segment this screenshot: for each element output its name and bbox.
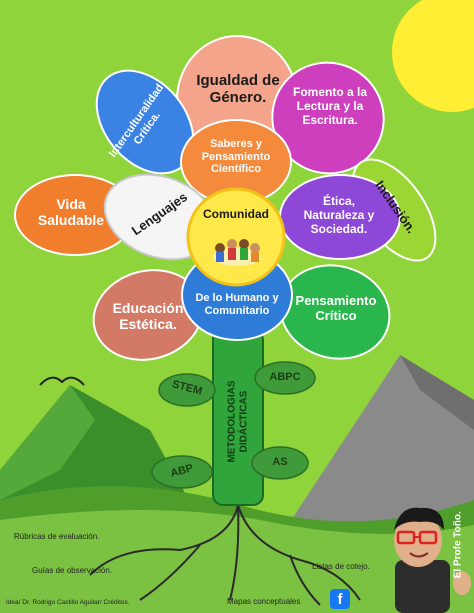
label-humano-comunitario: De lo Humano y Comunitario — [195, 292, 279, 317]
community-people-icon — [213, 239, 261, 266]
leaf-abpc — [254, 361, 316, 395]
signature-text: El Profe Toño. — [452, 511, 464, 579]
label-fomento-lectura: Fomento a la Lectura y la Escritura. — [292, 85, 367, 127]
label-comunidad: Comunidad — [203, 207, 269, 221]
petal-fomento — [271, 61, 385, 175]
label-metodologias: METODOLOGIAS DIDÁCTICAS — [226, 380, 250, 463]
leaf-abp — [151, 455, 213, 489]
leaf-as — [251, 446, 309, 480]
mountain-right-shade — [400, 355, 474, 430]
bird-icon — [39, 376, 85, 386]
hill-left-light — [0, 385, 95, 500]
label-etica-naturaleza: Ética, Naturaleza y Sociedad. — [303, 194, 375, 236]
root-label-mapas: Mapas conceptuales — [227, 597, 301, 606]
root-label-listas: Listas de cotejo. — [312, 562, 370, 571]
label-igualdad-genero: Igualdad de Género. — [196, 72, 280, 107]
root-label-guias: Guías de observación. — [32, 566, 113, 575]
label-vida-saludable: Vida Saludable — [37, 196, 105, 229]
flower-center — [186, 187, 286, 287]
root-label-rubricas: Rúbricas de evaluación. — [14, 532, 100, 541]
credits-text: Idea/ Dr. Rodrigo Castillo Aguilar/ Créd… — [6, 599, 130, 606]
label-pensamiento-critico: Pensamiento Crítico — [295, 293, 377, 323]
label-saberes-pensamiento: Saberes y Pensamiento Científico — [201, 138, 271, 176]
leaf-stem — [158, 373, 216, 407]
facebook-icon[interactable]: f — [330, 589, 350, 609]
teacher-avatar — [394, 507, 471, 613]
roots-lines — [89, 504, 361, 606]
label-educacion-estetica: Educación Estética. — [112, 300, 184, 333]
leaf-label-abpc: ABPC — [269, 371, 301, 383]
sun-icon — [392, 0, 474, 112]
leaf-label-as: AS — [272, 456, 288, 468]
